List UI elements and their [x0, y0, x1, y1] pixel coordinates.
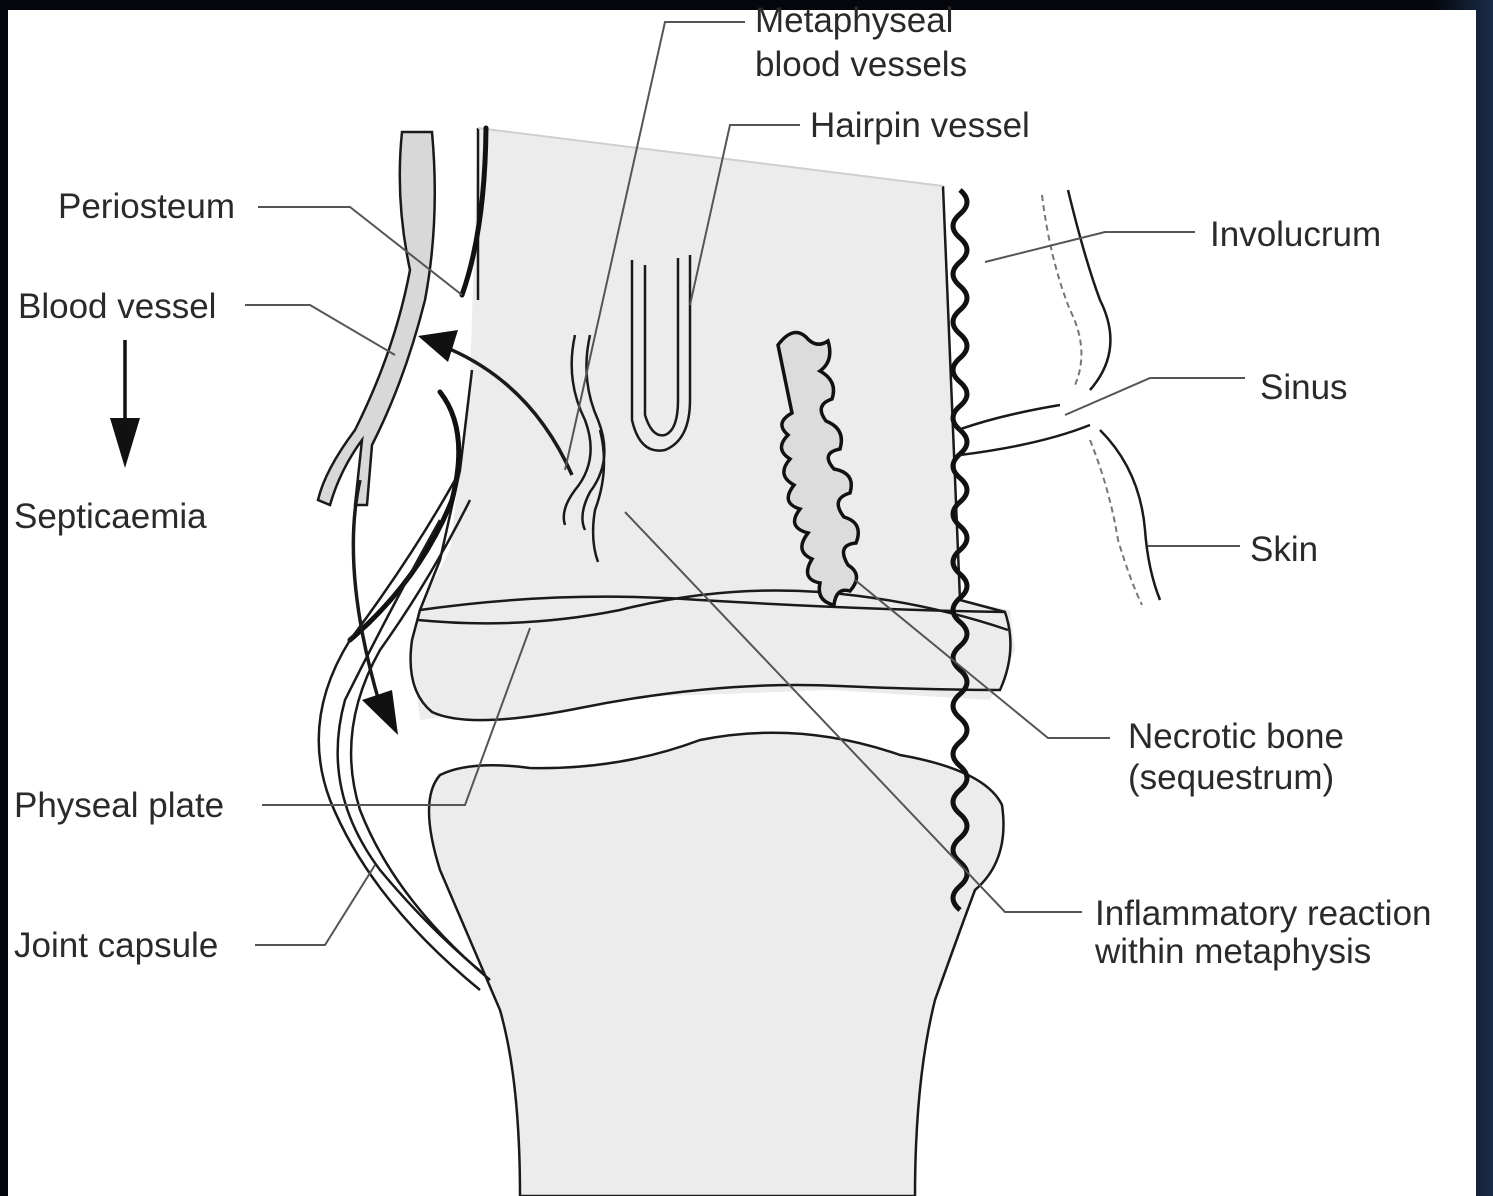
- label-metaphyseal-line2: blood vessels: [755, 45, 967, 84]
- sinus-tract-lower: [960, 425, 1090, 455]
- spread-arrowhead-up: [418, 330, 458, 362]
- skin-lower-inner: [1090, 440, 1142, 605]
- label-involucrum: Involucrum: [1210, 215, 1381, 254]
- upper-epiphysis: [411, 597, 1011, 720]
- leader-involucrum: [985, 232, 1195, 262]
- label-septicaemia: Septicaemia: [14, 497, 207, 536]
- label-hairpin-vessel: Hairpin vessel: [810, 106, 1030, 145]
- label-necrotic-line2: (sequestrum): [1128, 758, 1334, 797]
- label-metaphyseal-line1: Metaphyseal: [755, 1, 953, 40]
- septicaemia-arrowhead: [110, 418, 140, 468]
- label-skin: Skin: [1250, 530, 1318, 569]
- sinus-tract-upper: [958, 405, 1060, 430]
- label-inflammatory-line2: within metaphysis: [1094, 932, 1371, 971]
- leader-sinus: [1065, 378, 1245, 415]
- blood-vessel-shape: [318, 132, 435, 505]
- label-physeal-plate: Physeal plate: [14, 786, 224, 825]
- label-sinus: Sinus: [1260, 368, 1348, 407]
- leader-joint-capsule: [255, 865, 375, 945]
- leader-blood-vessel: [245, 305, 395, 355]
- label-inflammatory-line1: Inflammatory reaction: [1095, 894, 1432, 933]
- label-joint-capsule: Joint capsule: [14, 926, 218, 965]
- spread-arrow-to-joint: [353, 480, 380, 705]
- label-blood-vessel: Blood vessel: [18, 287, 216, 326]
- lower-bone: [429, 733, 1003, 1196]
- label-necrotic-line1: Necrotic bone: [1128, 717, 1344, 756]
- skin-upper-outer: [1068, 190, 1110, 390]
- spread-arrowhead-joint: [362, 690, 398, 735]
- label-periosteum: Periosteum: [58, 187, 235, 226]
